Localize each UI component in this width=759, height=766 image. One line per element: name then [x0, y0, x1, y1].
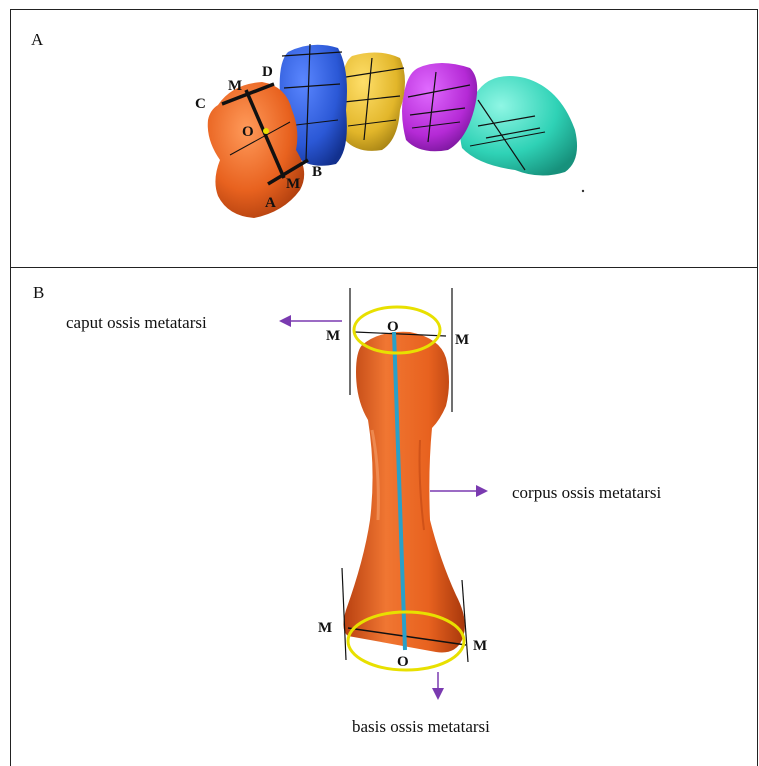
stray-dot	[582, 190, 584, 192]
caput-label: caput ossis metatarsi	[66, 313, 207, 332]
point-m-bottom: M	[286, 176, 300, 192]
point-c: C	[195, 96, 206, 112]
point-a: A	[265, 195, 276, 211]
point-m-head-right: M	[455, 332, 469, 348]
bone-teal	[460, 76, 577, 175]
point-m-head-left: M	[326, 328, 340, 344]
point-m-base-left: M	[318, 620, 332, 636]
point-m-top: M	[228, 78, 242, 94]
point-o-head: O	[387, 319, 399, 335]
panel-b-label: B	[33, 283, 44, 302]
point-o: O	[242, 124, 254, 140]
bone-yellow	[341, 52, 405, 150]
point-b: B	[312, 164, 322, 180]
point-o-base: O	[397, 654, 409, 670]
point-m-base-right: M	[473, 638, 487, 654]
corpus-label: corpus ossis metatarsi	[512, 483, 661, 502]
point-d: D	[262, 64, 273, 80]
basis-label: basis ossis metatarsi	[352, 717, 490, 736]
panel-a-label: A	[31, 30, 44, 49]
